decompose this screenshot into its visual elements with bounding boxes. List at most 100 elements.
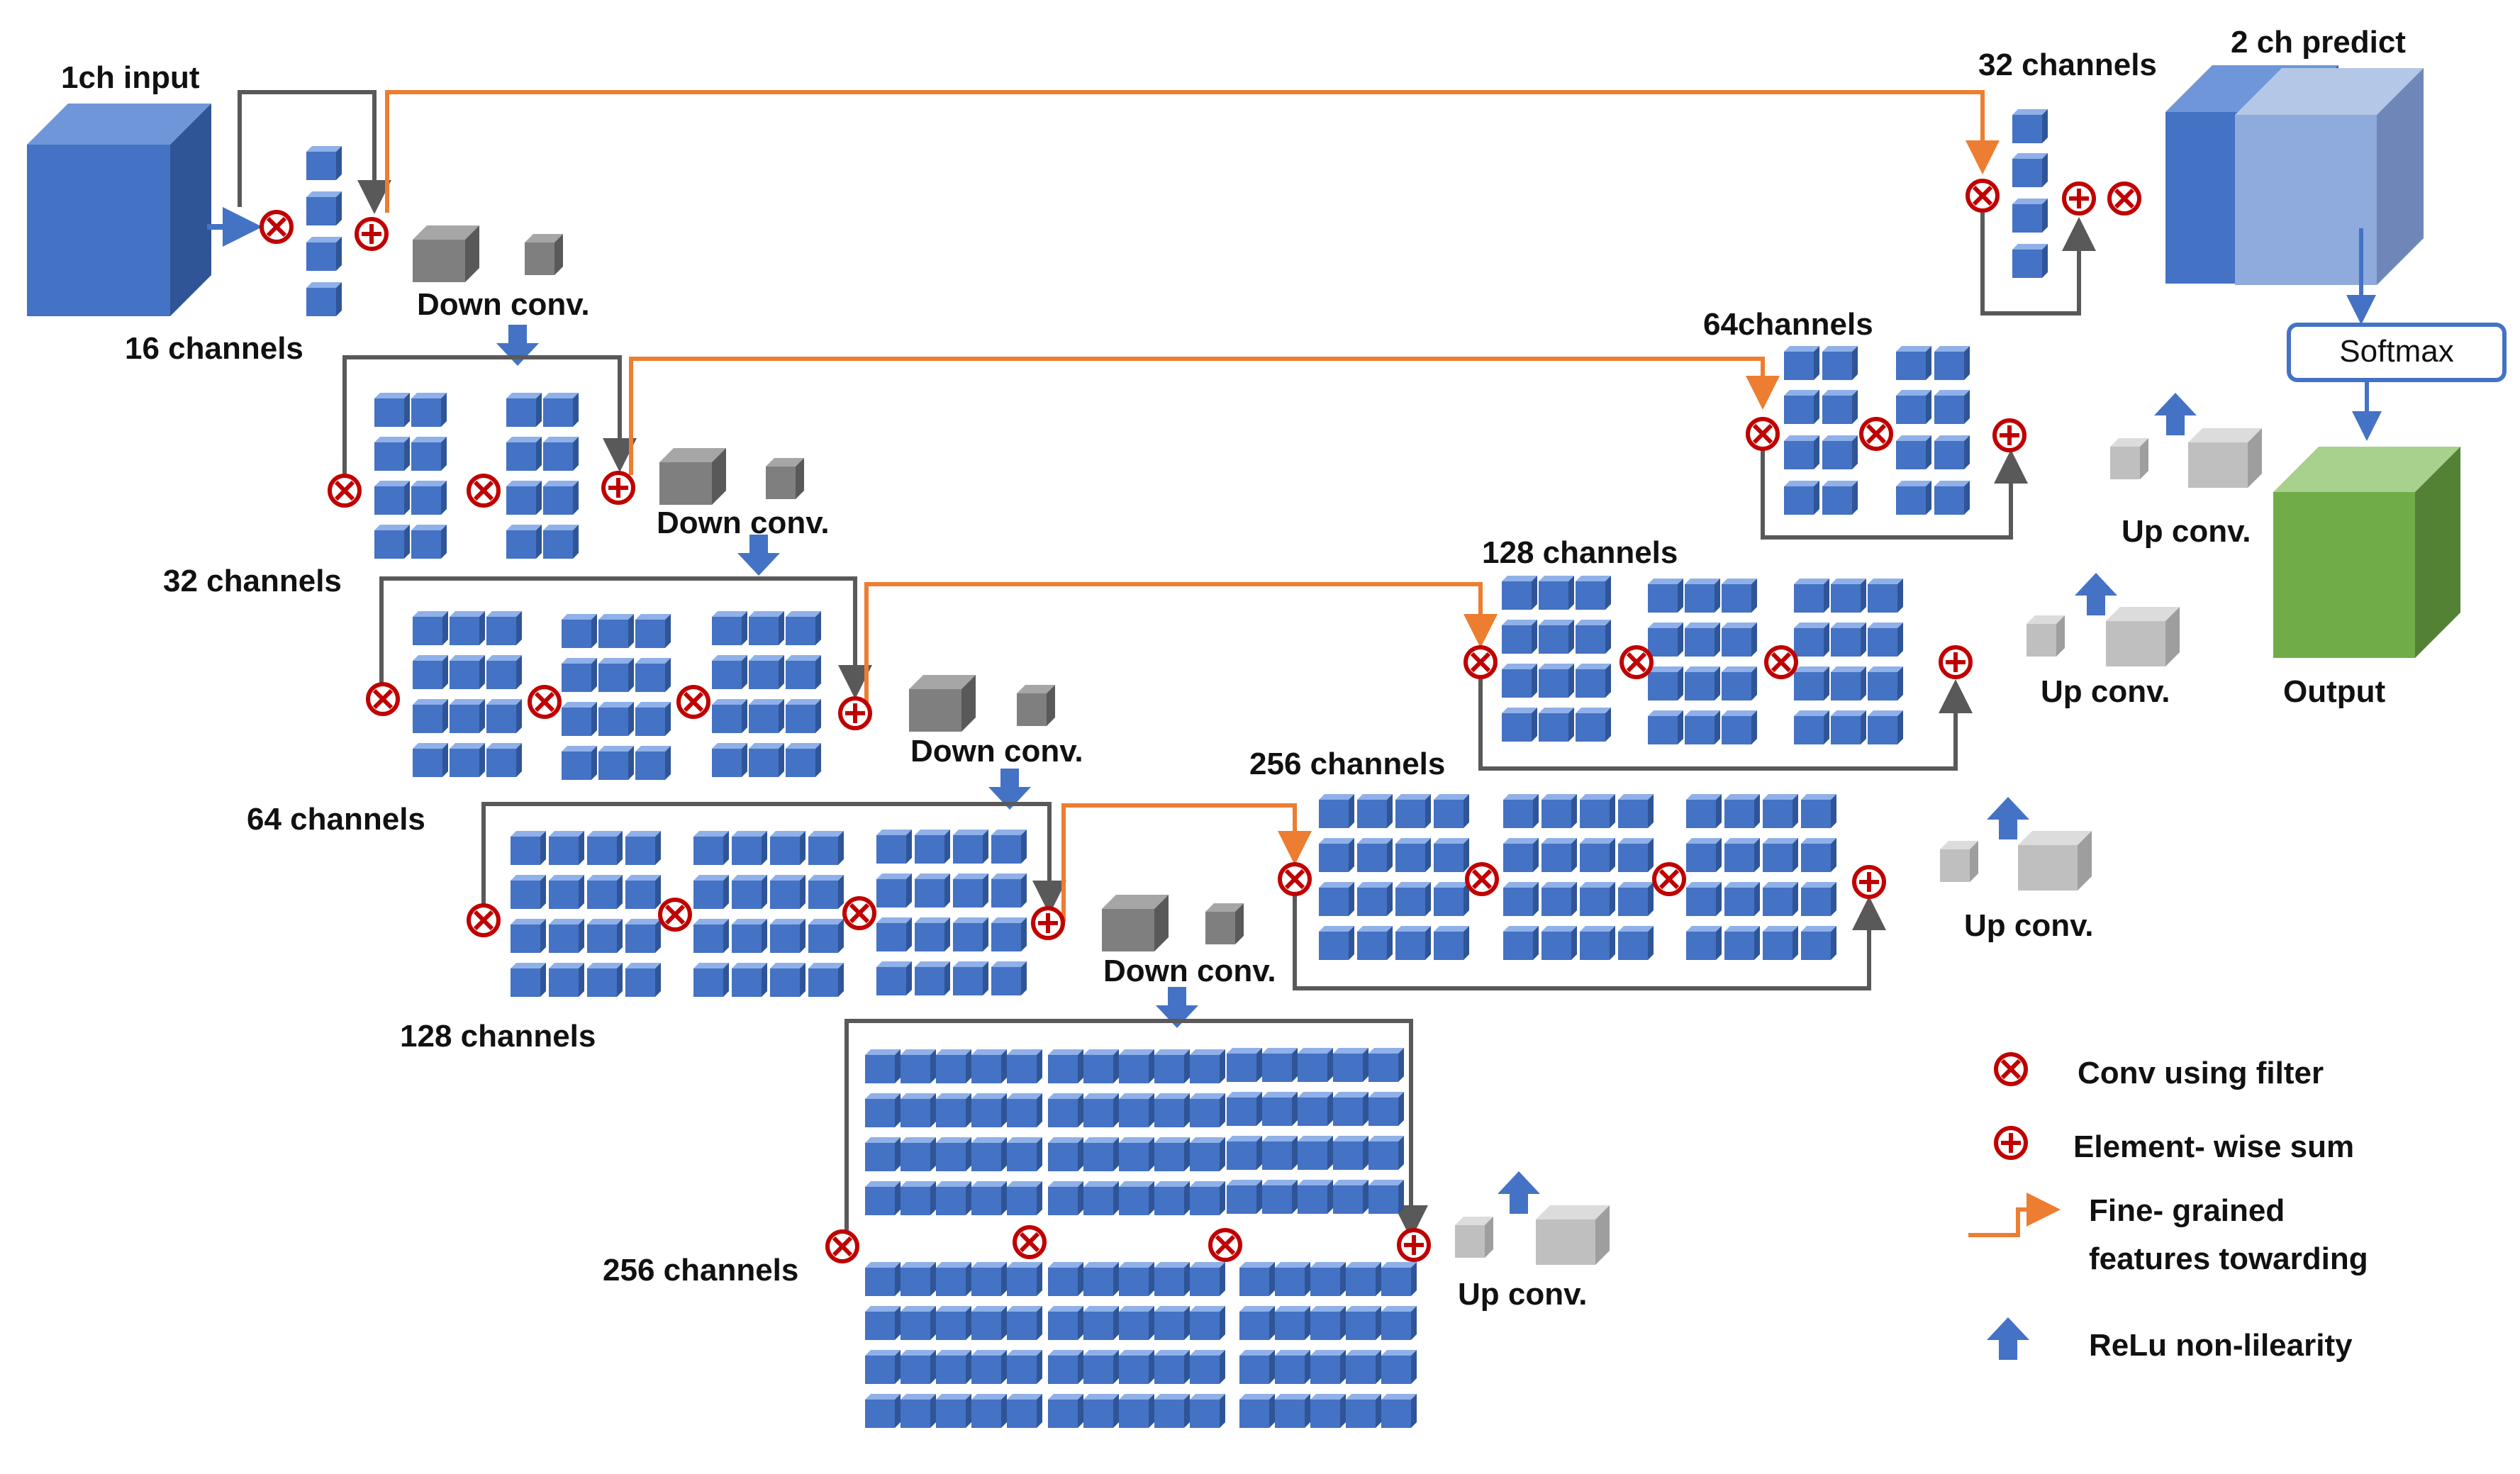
- feature-map-cube: [1083, 1181, 1119, 1215]
- feature-map-cube: [915, 961, 950, 995]
- conv-filter-icon: [1766, 647, 1796, 677]
- feature-map-cube: [511, 963, 546, 997]
- feature-map-cube: [1685, 622, 1720, 657]
- feature-map-cube: [1763, 926, 1798, 960]
- feature-map-cube: [486, 743, 522, 777]
- feature-map-cube: [936, 1137, 971, 1171]
- enc1-label: 16 channels: [125, 331, 303, 366]
- feature-map-cube: [1618, 882, 1654, 916]
- feature-map-cube: [1395, 838, 1431, 872]
- feature-map-cube: [1346, 1394, 1381, 1428]
- feature-map-cube: [991, 830, 1027, 864]
- feature-map-cube: [1190, 1181, 1225, 1215]
- feature-map-cube: [1275, 1262, 1310, 1296]
- feature-map-cube: [1333, 1048, 1368, 1082]
- conv-filter-icon: [660, 900, 690, 929]
- feature-map-cube: [1368, 1048, 1404, 1082]
- conv-filter-icon: [530, 687, 559, 717]
- feature-map-cube: [770, 875, 805, 909]
- feature-map-cube: [598, 658, 634, 692]
- feature-map-cube: [486, 611, 522, 645]
- legend-conv-label: Conv using filter: [2078, 1056, 2324, 1090]
- feature-map-cube: [1227, 1048, 1262, 1082]
- down-conv-3-label: Down conv.: [910, 734, 1083, 769]
- enc2-skip-gray: [342, 355, 637, 474]
- output-label: Output: [2283, 674, 2386, 709]
- feature-map-cube: [1048, 1394, 1083, 1428]
- feature-map-cube: [1262, 1180, 1298, 1214]
- feature-map-cube: [1154, 1394, 1190, 1428]
- enc4-skip-gray: [481, 802, 1066, 915]
- feature-map-cube: [1686, 794, 1722, 828]
- conv-filter-icon: [1467, 864, 1497, 894]
- feature-map-cube: [732, 963, 767, 997]
- element-sum-icon: [840, 698, 870, 728]
- conv-filter-icon: [2109, 184, 2139, 213]
- feature-map-cube: [635, 614, 671, 648]
- conv-filter-icon: [1968, 181, 1997, 211]
- feature-map-cube: [749, 655, 784, 689]
- feature-map-cube: [876, 830, 912, 864]
- up-conv-2: [2110, 393, 2262, 488]
- feature-map-cube: [1083, 1262, 1119, 1296]
- feature-map-cube: [901, 1394, 936, 1428]
- feature-map-cube: [1580, 794, 1615, 828]
- conv-filter-icon: [469, 905, 498, 935]
- feature-map-cube: [1262, 1048, 1298, 1082]
- feature-map-cube: [562, 658, 597, 692]
- element-sum-icon: [603, 473, 633, 503]
- feature-map-cube: [901, 1350, 936, 1384]
- feature-map-cube: [1048, 1093, 1083, 1127]
- feature-map-cube: [1686, 882, 1722, 916]
- conv-filter-icon: [368, 684, 398, 714]
- feature-map-cube: [749, 611, 784, 645]
- feature-map-cube: [1576, 664, 1611, 698]
- down-conv-4: [1102, 895, 1244, 951]
- feature-map-cube: [936, 1394, 971, 1428]
- feature-map-cube: [625, 919, 661, 953]
- enc5-label: 256 channels: [603, 1253, 798, 1288]
- feature-map-cube: [936, 1181, 971, 1215]
- feature-map-cube: [901, 1262, 936, 1296]
- enc4-label: 128 channels: [400, 1019, 596, 1054]
- feature-map-cube: [1618, 838, 1654, 872]
- feature-map-cube: [1239, 1306, 1275, 1340]
- feature-map-cube: [1154, 1049, 1190, 1083]
- feature-map-cube: [413, 743, 448, 777]
- feature-map-cube: [1310, 1394, 1346, 1428]
- feature-map-cube: [770, 831, 805, 865]
- feature-map-cube: [1227, 1136, 1262, 1170]
- feature-map-cube: [1190, 1350, 1225, 1384]
- feature-map-cube: [511, 831, 546, 865]
- feature-map-cube: [865, 1262, 901, 1296]
- feature-map-cube: [1190, 1049, 1225, 1083]
- feature-map-cube: [450, 655, 485, 689]
- feature-map-cube: [1119, 1394, 1154, 1428]
- feature-map-cube: [808, 875, 844, 909]
- feature-map-cube: [1503, 882, 1539, 916]
- feature-map-cube: [1831, 579, 1866, 613]
- down-conv-4-label: Down conv.: [1103, 954, 1276, 988]
- feature-map-cube: [413, 611, 448, 645]
- feature-map-cube: [1262, 1136, 1298, 1170]
- feature-map-cube: [712, 611, 747, 645]
- feature-map-cube: [1395, 882, 1431, 916]
- feature-map-cube: [1685, 666, 1720, 700]
- feature-map-cube: [936, 1049, 971, 1083]
- enc3-skip-gray: [379, 576, 872, 699]
- feature-map-cube: [1275, 1394, 1310, 1428]
- feature-map-cube: [971, 1306, 1007, 1340]
- dec1-label: 32 channels: [1978, 48, 2157, 82]
- feature-map-cube: [635, 702, 671, 736]
- feature-map-cube: [549, 919, 584, 953]
- feature-map-cube: [413, 699, 448, 733]
- feature-map-cube: [991, 961, 1027, 995]
- feature-map-cube: [1794, 710, 1829, 744]
- feature-map-cube: [693, 963, 729, 997]
- feature-map-cube: [1724, 794, 1760, 828]
- feature-map-cube: [936, 1262, 971, 1296]
- feature-map-cube: [915, 830, 950, 864]
- feature-map-cube: [1357, 838, 1393, 872]
- down-arrow-2: [737, 535, 780, 576]
